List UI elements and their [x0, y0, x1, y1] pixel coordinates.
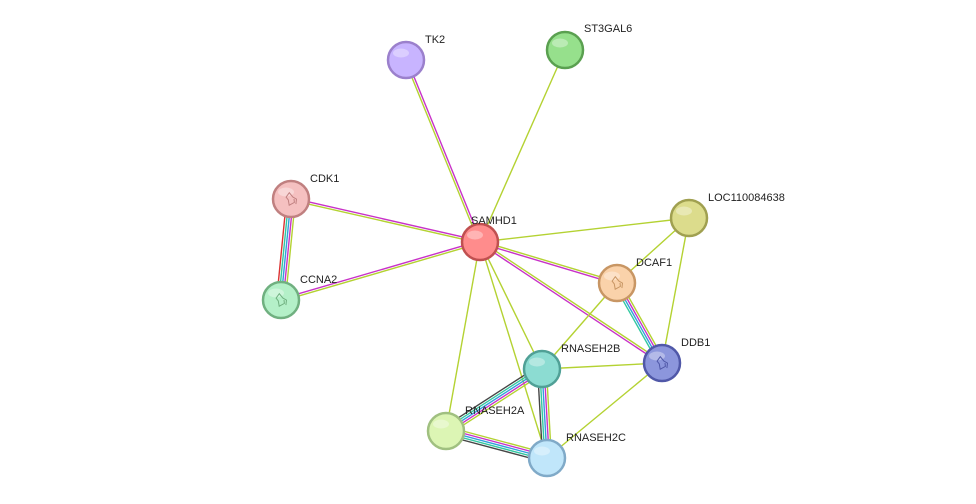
- node-circle[interactable]: [386, 40, 426, 80]
- node-rnaseh2c[interactable]: RNASEH2C: [527, 432, 626, 478]
- node-circle[interactable]: [460, 222, 500, 262]
- node-circle[interactable]: [527, 438, 567, 478]
- node-dcaf1[interactable]: DCAF1: [597, 257, 672, 303]
- node-label: ST3GAL6: [584, 23, 632, 35]
- edge-strand: [291, 197, 481, 242]
- edge-strand: [290, 199, 480, 244]
- node-highlight: [433, 419, 449, 429]
- edge-strand: [479, 241, 548, 459]
- edge-strand: [480, 240, 663, 363]
- node-label: CDK1: [310, 173, 339, 185]
- node-label: RNASEH2C: [566, 432, 626, 444]
- node-circle[interactable]: [261, 280, 301, 320]
- protein-structure-icon: [656, 355, 669, 370]
- edge-rnaseh2b-ddb1: [541, 362, 663, 370]
- node-label: DCAF1: [636, 257, 672, 269]
- edge-strand: [480, 240, 618, 283]
- node-label: TK2: [425, 34, 445, 46]
- edge-samhd1-loc110084638: [479, 217, 690, 243]
- node-label: CCNA2: [300, 274, 337, 286]
- edge-strand: [479, 242, 617, 285]
- node-highlight: [534, 446, 550, 456]
- node-samhd1[interactable]: SAMHD1: [460, 215, 517, 262]
- edge-loc110084638-ddb1: [661, 217, 690, 364]
- edge-strand: [546, 362, 663, 459]
- protein-structure-icon: [275, 292, 288, 307]
- edge-samhd1-tk2: [404, 59, 482, 243]
- node-circle[interactable]: [545, 30, 585, 70]
- edge-strand: [445, 241, 481, 432]
- node-label: DDB1: [681, 337, 710, 349]
- node-label: RNASEH2A: [465, 405, 525, 417]
- edge-samhd1-ddb1: [479, 240, 663, 365]
- node-rnaseh2b[interactable]: RNASEH2B: [522, 343, 620, 389]
- node-ddb1[interactable]: DDB1: [642, 337, 710, 383]
- node-cdk1[interactable]: CDK1: [271, 173, 339, 219]
- protein-structure-icon: [285, 191, 298, 206]
- node-ccna2[interactable]: CCNA2: [261, 274, 337, 320]
- node-label: SAMHD1: [471, 215, 517, 227]
- node-circle[interactable]: [426, 411, 466, 451]
- node-circle[interactable]: [642, 343, 682, 383]
- node-highlight: [676, 206, 692, 216]
- edge-strand: [448, 372, 545, 436]
- node-highlight: [467, 230, 483, 240]
- node-st3gal6[interactable]: ST3GAL6: [545, 23, 632, 70]
- edge-samhd1-st3gal6: [479, 49, 566, 243]
- edge-strand: [281, 242, 481, 302]
- edge-samhd1-dcaf1: [479, 240, 618, 285]
- protein-structure-icon: [611, 275, 624, 290]
- node-label: LOC110084638: [708, 192, 785, 204]
- node-circle[interactable]: [597, 263, 637, 303]
- edge-strand: [280, 240, 480, 300]
- node-circle[interactable]: [271, 179, 311, 219]
- edge-samhd1-ccna2: [280, 240, 481, 302]
- edge-rnaseh2c-ddb1: [546, 362, 663, 459]
- edge-strand: [479, 242, 662, 365]
- edge-strand: [479, 241, 543, 370]
- node-circle[interactable]: [669, 198, 709, 238]
- edge-samhd1-rnaseh2b: [479, 241, 543, 370]
- node-tk2[interactable]: TK2: [386, 34, 445, 80]
- edge-strand: [404, 60, 480, 243]
- node-highlight: [529, 357, 545, 367]
- edge-samhd1-rnaseh2c: [479, 241, 548, 459]
- node-label: RNASEH2B: [561, 343, 620, 355]
- node-loc110084638[interactable]: LOC110084638: [669, 192, 785, 238]
- edge-strand: [479, 49, 566, 243]
- edge-strand: [443, 364, 540, 428]
- edge-strand: [661, 217, 690, 364]
- node-rnaseh2a[interactable]: RNASEH2A: [426, 405, 525, 451]
- edge-strand: [479, 217, 690, 243]
- node-highlight: [552, 38, 568, 48]
- node-circle[interactable]: [522, 349, 562, 389]
- edge-samhd1-cdk1: [290, 197, 481, 244]
- edge-samhd1-rnaseh2a: [445, 241, 481, 432]
- edge-strand: [541, 362, 663, 370]
- node-highlight: [393, 48, 409, 58]
- edge-strand: [406, 59, 482, 242]
